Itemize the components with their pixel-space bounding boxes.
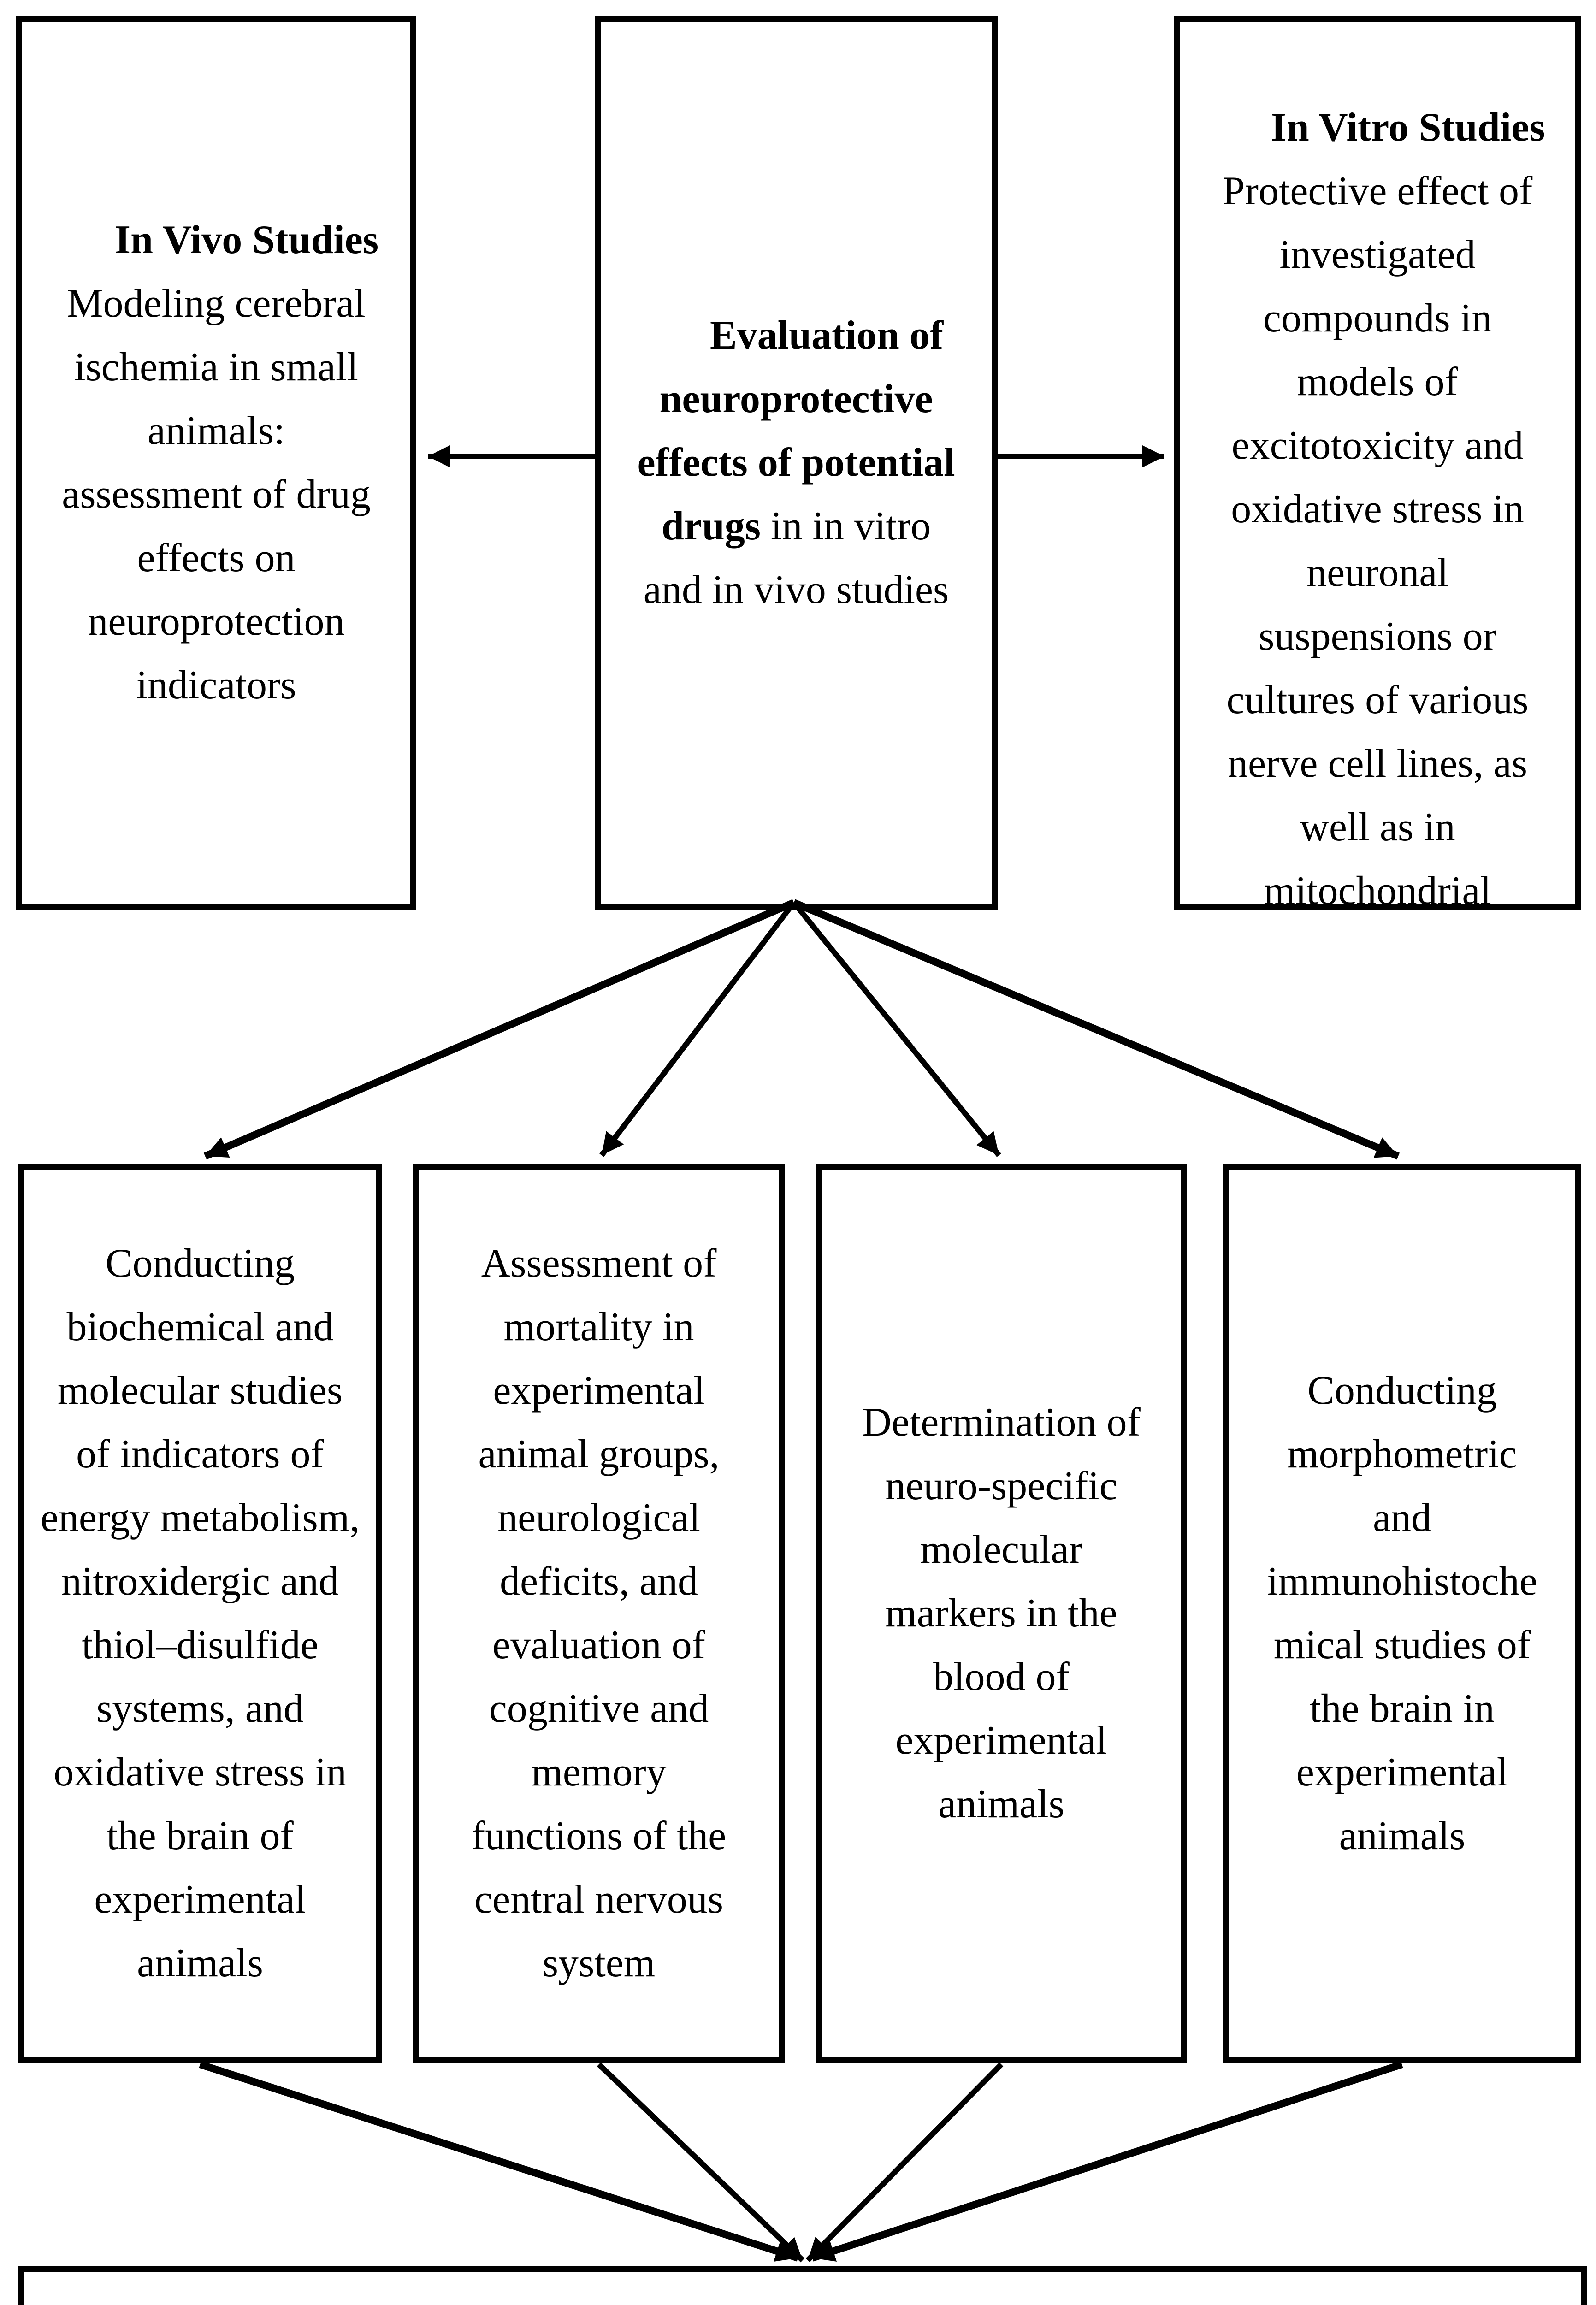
arrow-eval-to-biochemical-connector: [203, 899, 796, 1160]
arrow-markers-to-comprehensive-connector: [805, 2062, 1004, 2263]
in-vivo-title: In Vivo Studies: [114, 218, 379, 262]
box-morphometric-studies: Conducting morphometric and immunohistoc…: [1223, 1164, 1581, 2063]
biochemical-body: Conducting biochemical and molecular stu…: [40, 1241, 360, 1986]
in-vitro-title: In Vitro Studies: [1271, 105, 1545, 150]
arrow-eval-to-mortality-connector: [599, 901, 796, 1157]
box-evaluation-center: Evaluation of neuroprotective effects of…: [595, 16, 998, 910]
in-vitro-body: Protective effect of investigated compou…: [1222, 169, 1533, 910]
arrow-eval-to-morphometric-connector: [792, 899, 1400, 1160]
mortality-body: Assessment of mortality in experimental …: [471, 1241, 727, 1986]
arrow-biochemical-to-comprehensive-connector: [199, 2061, 799, 2262]
evaluation-bold-text: Evaluation of neuroprotective effects of…: [637, 313, 955, 549]
arrow-morphometric-to-comprehensive-connector: [811, 2061, 1403, 2262]
box-in-vivo-studies: In Vivo Studies Modeling cerebral ischem…: [16, 16, 416, 910]
morphometric-body: Conducting morphometric and immunohistoc…: [1267, 1368, 1537, 1858]
box-mortality-assessment: Assessment of mortality in experimental …: [413, 1164, 785, 2063]
in-vivo-body: Modeling cerebral ischemia in small anim…: [62, 281, 371, 708]
box-biochemical-studies: Conducting biochemical and molecular stu…: [18, 1164, 382, 2063]
markers-body: Determination of neuro-specific molecula…: [862, 1400, 1141, 1826]
box-comprehensive-evaluation: Comprehensive evaluation of the neuropro…: [18, 2266, 1587, 2305]
evaluation-regular-text: in in vitro and in vivo studies: [643, 504, 949, 612]
box-molecular-markers: Determination of neuro-specific molecula…: [816, 1164, 1187, 2063]
arrow-eval-to-markers-connector: [792, 901, 1001, 1157]
box-in-vitro-studies: In Vitro Studies Protective effect of in…: [1174, 16, 1581, 910]
arrow-mortality-to-comprehensive-connector: [597, 2062, 805, 2263]
